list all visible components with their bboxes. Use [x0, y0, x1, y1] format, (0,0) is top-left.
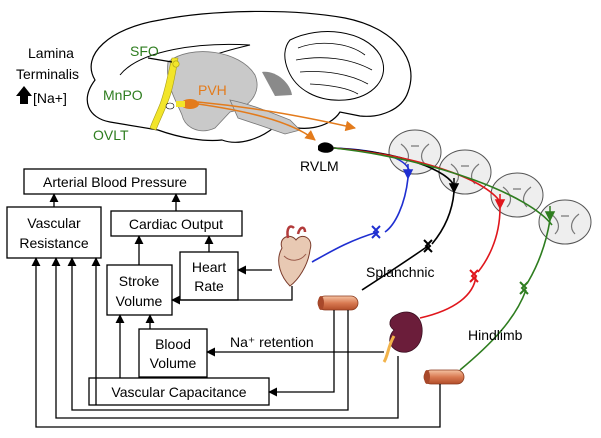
brain-sagittal-illustration	[86, 10, 412, 153]
arterial-pressure-label: Arterial Blood Pressure	[43, 174, 187, 190]
black-nerve-upper	[431, 191, 455, 245]
vascular-resistance-label-2: Resistance	[19, 235, 88, 251]
red-nerve-upper	[477, 207, 501, 273]
blue-nerve-upper	[384, 177, 409, 233]
cerebellum	[284, 31, 385, 101]
rvlm-green-pathway	[333, 147, 553, 226]
kidney-icon	[382, 311, 423, 363]
green-nerve-upper	[527, 219, 551, 283]
spinal-cord-segments	[388, 129, 592, 245]
vascular-capacitance-box	[88, 377, 270, 406]
rvlm-label: RVLM	[300, 158, 339, 174]
spinal-segment-1	[388, 129, 442, 175]
cerebellum-folia	[295, 42, 373, 95]
heart-icon	[278, 225, 312, 287]
hindlimb-label: Hindlimb	[468, 327, 523, 343]
lamina-terminalis-label-1: Lamina	[28, 45, 74, 61]
up-arrow-icon	[16, 86, 32, 104]
cardiac-output-label: Cardiac Output	[129, 216, 223, 232]
heart-rate-box	[179, 251, 239, 301]
fourth-ventricle	[262, 71, 292, 96]
blood-volume-label-2: Volume	[150, 355, 197, 371]
flow-arrows	[31, 193, 441, 428]
pvh-nucleus	[181, 99, 199, 109]
black-nerve-splanchnic	[361, 245, 429, 291]
lamina-terminalis-region	[149, 57, 179, 131]
synapse-markers	[402, 164, 556, 222]
pvh-to-spinal-projection	[197, 101, 357, 132]
vascular-resistance-label-1: Vascular	[27, 215, 81, 231]
cardiac-output-box	[110, 210, 243, 237]
ovlt-label: OVLT	[93, 127, 129, 143]
red-nerve-to-kidney	[419, 275, 477, 319]
blue-ganglion-marker	[371, 225, 381, 239]
vascular-resistance-box	[6, 206, 102, 259]
pvh-label: PVH	[198, 82, 227, 98]
black-ganglion-marker	[423, 239, 433, 253]
sfo-label: SFO	[130, 43, 159, 59]
green-ganglion-marker	[519, 281, 529, 295]
sfo-pointer	[147, 57, 173, 63]
red-ganglion-marker	[469, 269, 479, 283]
blue-nerve-to-heart	[311, 231, 379, 263]
sfo-dot	[172, 60, 180, 68]
splanchnic-label: Splanchnic	[366, 264, 435, 280]
stroke-volume-label-1: Stroke	[119, 273, 160, 289]
splanchnic-vessel-icon	[317, 295, 359, 311]
stroke-volume-box	[106, 264, 173, 316]
lamina-terminalis-label-2: Terminalis	[16, 66, 79, 82]
sodium-label: [Na+]	[33, 90, 67, 106]
blood-volume-label-1: Blood	[155, 336, 191, 352]
arterial-pressure-box	[23, 168, 207, 195]
anterior-commissure	[165, 102, 175, 110]
green-nerve-hindlimb	[459, 289, 527, 371]
pvh-to-rvlm-projection	[197, 103, 316, 141]
mnpo-label: MnPO	[103, 87, 143, 103]
mnpo-nucleus	[176, 101, 185, 107]
vascular-capacitance-label: Vascular Capacitance	[111, 384, 246, 400]
heart-rate-label-1: Heart	[192, 259, 226, 275]
blood-volume-box	[138, 328, 208, 378]
rvlm-nucleus	[318, 142, 334, 153]
heart-rate-label-2: Rate	[194, 278, 224, 294]
stroke-volume-label-2: Volume	[116, 293, 163, 309]
na-retention-label: Na⁺ retention	[230, 334, 314, 350]
hindlimb-vessel-icon	[423, 369, 465, 385]
